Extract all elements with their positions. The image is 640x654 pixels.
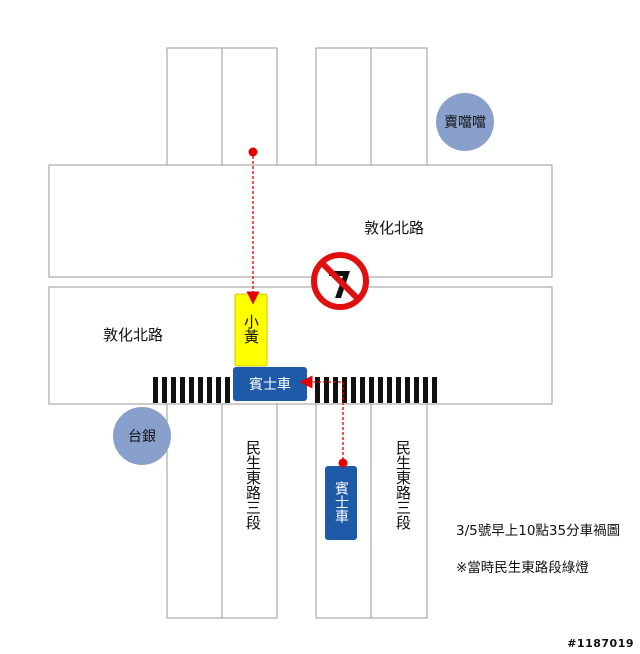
- benz-crosswalk-label: 賓士車: [249, 376, 291, 393]
- crosswalk-stripe: [171, 377, 176, 403]
- crosswalk-stripe: [198, 377, 203, 403]
- landmark-top-right-label: 賣噹噹: [444, 115, 486, 131]
- crosswalk-stripe: [225, 377, 230, 403]
- crosswalk-stripe: [414, 377, 419, 403]
- crosswalk-stripe: [162, 377, 167, 403]
- benz-crosswalk-vehicle: 賓士車: [233, 367, 307, 401]
- road-label-top: 敦化北路: [364, 219, 424, 237]
- crosswalk-stripe: [342, 377, 347, 403]
- benz-path-arrow: [299, 375, 348, 468]
- crosswalk-stripe: [396, 377, 401, 403]
- benz-road-vehicle: 賓士車: [325, 466, 357, 540]
- accident-time-note: 3/5號早上10點35分車禍圖: [456, 523, 621, 539]
- signal-note: ※當時民生東路段綠燈: [456, 560, 589, 576]
- taxi-path-arrow: [246, 147, 260, 305]
- crosswalk-stripe: [189, 377, 194, 403]
- landmark-bottom-left-label: 台銀: [128, 429, 156, 445]
- taxi-label: 小黃: [242, 314, 260, 344]
- crosswalk-stripe: [423, 377, 428, 403]
- crosswalk-stripe: [324, 377, 329, 403]
- crosswalk-stripe: [153, 377, 158, 403]
- crosswalk-stripe: [351, 377, 356, 403]
- crosswalk-stripe: [378, 377, 383, 403]
- crosswalk-stripe: [216, 377, 221, 403]
- vertical-road-top: [166, 47, 428, 166]
- crosswalk-stripe: [180, 377, 185, 403]
- taxi-vehicle: 小黃: [234, 293, 268, 367]
- crosswalk-stripe: [369, 377, 374, 403]
- road-band-bottom: [48, 286, 553, 405]
- road-label-vertical-right: 民生東路三段: [394, 440, 412, 530]
- crosswalk-stripe: [315, 377, 320, 403]
- crosswalk-stripe: [333, 377, 338, 403]
- road-label-bottom: 敦化北路: [103, 326, 163, 344]
- watermark: #1187019: [567, 637, 634, 650]
- road-label-vertical-left: 民生東路三段: [244, 440, 262, 530]
- crosswalk: [153, 377, 437, 403]
- landmark-bottom-left: 台銀: [113, 407, 171, 465]
- crosswalk-stripe: [405, 377, 410, 403]
- road-band-top: [48, 164, 553, 278]
- benz-road-label: 賓士車: [333, 480, 349, 523]
- landmark-top-right: 賣噹噹: [436, 93, 494, 151]
- crosswalk-stripe: [432, 377, 437, 403]
- crosswalk-stripe: [207, 377, 212, 403]
- crosswalk-stripe: [360, 377, 365, 403]
- no-left-turn-icon: [311, 252, 369, 310]
- crosswalk-stripe: [387, 377, 392, 403]
- vertical-road-bottom: [166, 403, 428, 619]
